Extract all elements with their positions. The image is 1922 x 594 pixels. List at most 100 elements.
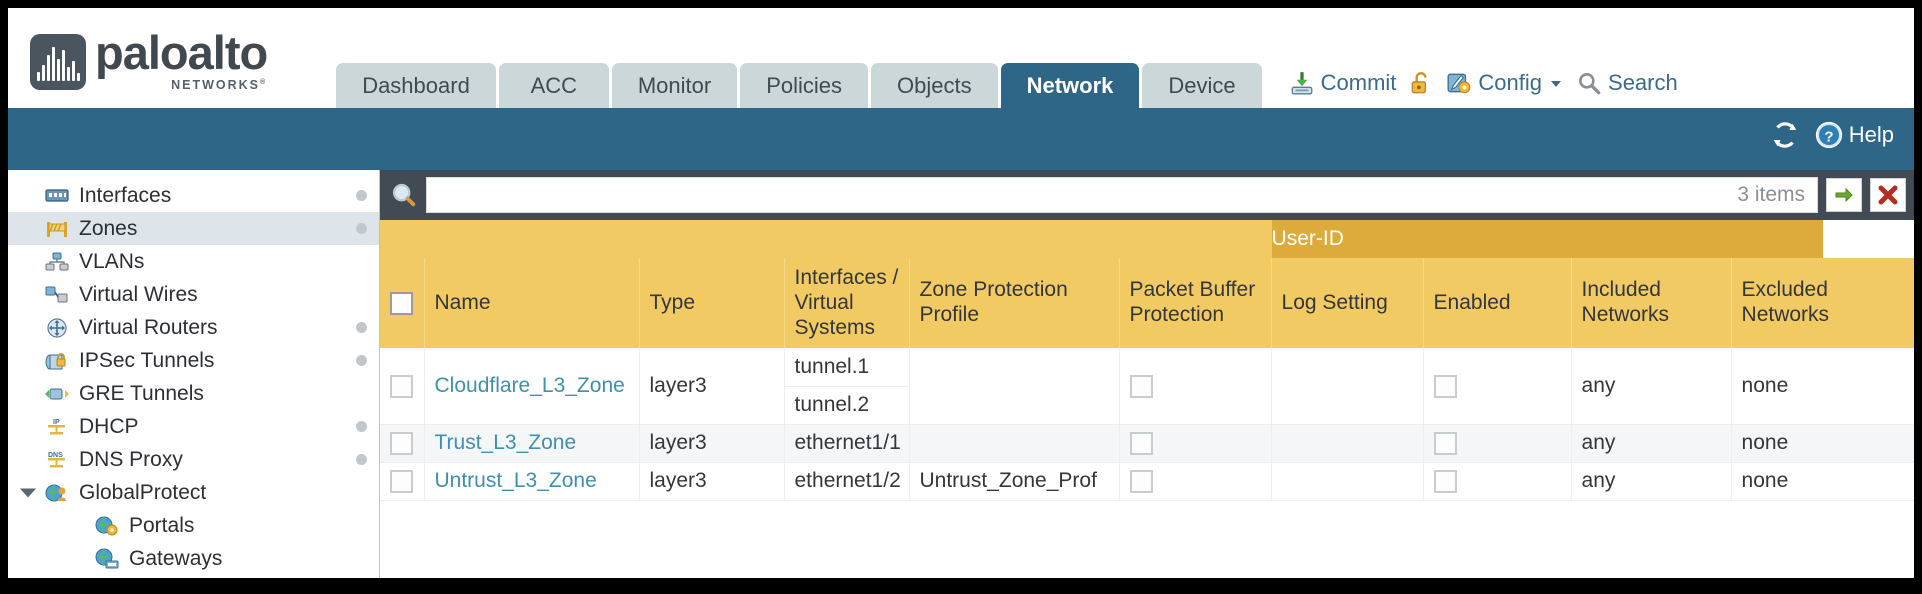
select-all-checkbox[interactable] — [390, 291, 413, 315]
zone-name-link[interactable]: Trust_L3_Zone — [434, 431, 577, 455]
packet-buffer-protection-checkbox[interactable] — [1129, 375, 1153, 398]
sidebar-label: Virtual Wires — [79, 282, 198, 306]
search-label: Search — [1608, 70, 1678, 95]
help-label: Help — [1848, 122, 1894, 147]
commit-icon — [1291, 72, 1313, 95]
row-checkbox[interactable] — [390, 375, 413, 398]
tab-policies[interactable]: Policies — [740, 63, 868, 108]
sidebar-label: DNS Proxy — [79, 447, 183, 471]
group-header-spacer — [380, 220, 1272, 258]
apply-filter-button[interactable] — [1826, 178, 1862, 212]
sidebar-label: DHCP — [79, 414, 139, 438]
config-menu[interactable]: Config — [1446, 70, 1564, 96]
cell-excluded-networks: none — [1730, 348, 1914, 425]
sidebar-item-dhcp[interactable]: IP DHCP — [8, 410, 379, 443]
tab-dashboard[interactable]: Dashboard — [336, 63, 496, 108]
tab-device[interactable]: Device — [1142, 63, 1262, 108]
cell-included-networks: any — [1570, 462, 1732, 501]
paloalto-logo[interactable]: paloalto NETWORKS® — [30, 29, 268, 92]
top-header-bar: paloalto NETWORKS® Dashboard ACC Monitor… — [8, 8, 1914, 108]
cell-zone-protection-profile — [908, 424, 1119, 463]
cell-log-setting — [1270, 348, 1424, 425]
sidebar-label: Interfaces — [79, 183, 172, 207]
row-checkbox[interactable] — [390, 432, 413, 456]
search-input-wrapper[interactable]: 3 items — [426, 177, 1818, 213]
search-icon[interactable] — [390, 181, 418, 209]
zone-name-link[interactable]: Untrust_L3_Zone — [434, 469, 597, 493]
select-all-header — [380, 258, 424, 349]
sidebar-item-gateways[interactable]: Gateways — [8, 542, 379, 575]
sidebar-label: GRE Tunnels — [79, 381, 204, 405]
packet-buffer-protection-checkbox[interactable] — [1129, 432, 1153, 456]
cell-excluded-networks: none — [1730, 462, 1914, 501]
status-dot — [356, 190, 367, 201]
column-header-log-setting[interactable]: Log Setting — [1270, 258, 1424, 349]
sidebar-item-globalprotect[interactable]: GlobalProtect — [8, 476, 379, 509]
sidebar-item-zones[interactable]: Zones — [8, 212, 379, 245]
row-checkbox[interactable] — [390, 470, 413, 494]
column-header-enabled[interactable]: Enabled — [1422, 258, 1572, 349]
help-icon: ? — [1815, 121, 1842, 149]
tab-network[interactable]: Network — [1000, 63, 1140, 108]
status-dot — [356, 454, 367, 465]
svg-text:?: ? — [1824, 128, 1833, 145]
packet-buffer-protection-checkbox[interactable] — [1129, 470, 1153, 494]
sidebar-label: Zones — [79, 216, 138, 240]
refresh-icon[interactable] — [1770, 120, 1800, 150]
zone-name-link[interactable]: Cloudflare_L3_Zone — [434, 374, 625, 398]
sidebar-item-portals[interactable]: Portals — [8, 509, 379, 542]
commit-label: Commit — [1320, 70, 1397, 95]
sidebar-item-gre-tunnels[interactable]: GRE Tunnels — [8, 377, 379, 410]
column-header-type[interactable]: Type — [638, 258, 784, 349]
tab-acc[interactable]: ACC — [498, 63, 609, 108]
sidebar-label: Portals — [129, 513, 195, 537]
gateways-icon — [95, 548, 119, 568]
cell-name: Trust_L3_Zone — [423, 424, 639, 463]
virtual-routers-icon — [47, 317, 67, 338]
sidebar-item-dns-proxy[interactable]: DNS DNS Proxy — [8, 443, 379, 476]
cell-packet-buffer-protection — [1118, 348, 1272, 425]
userid-enabled-checkbox[interactable] — [1433, 470, 1457, 494]
waveform-icon — [36, 46, 80, 81]
userid-enabled-checkbox[interactable] — [1433, 432, 1457, 456]
tab-monitor[interactable]: Monitor — [611, 63, 738, 108]
column-header-zone-protection-profile[interactable]: Zone Protection Profile — [908, 258, 1119, 349]
global-actions: Commit Config — [1289, 70, 1678, 96]
table-search-row: 3 items — [380, 170, 1914, 220]
body-container: Interfaces Zones — [8, 170, 1914, 578]
cell-zone-protection-profile: Untrust_Zone_Prof — [908, 462, 1119, 501]
cell-type: layer3 — [638, 462, 784, 501]
blue-sub-bar: ? Help — [8, 108, 1914, 170]
sidebar-item-ipsec-tunnels[interactable]: IPSec Tunnels — [8, 344, 379, 377]
column-header-interfaces[interactable]: Interfaces / Virtual Systems — [783, 258, 909, 349]
search-input[interactable] — [427, 178, 1738, 212]
search-button[interactable]: Search — [1576, 70, 1678, 96]
clear-filter-button[interactable] — [1870, 178, 1906, 212]
paloalto-logo-mark — [30, 33, 86, 90]
table-row[interactable]: Untrust_L3_Zone layer3 ethernet1/2 Untru… — [380, 462, 1914, 501]
column-header-packet-buffer-protection[interactable]: Packet Buffer Protection — [1118, 258, 1272, 349]
network-sidebar: Interfaces Zones — [8, 170, 380, 578]
unlock-icon — [1412, 72, 1427, 94]
sidebar-item-virtual-wires[interactable]: Virtual Wires — [8, 278, 379, 311]
sidebar-item-virtual-routers[interactable]: Virtual Routers — [8, 311, 379, 344]
table-row[interactable]: Cloudflare_L3_Zone layer3 tunnel.1 — [380, 348, 1914, 425]
green-arrow-icon — [1835, 187, 1853, 203]
chevron-down-icon[interactable] — [20, 488, 36, 497]
unlock-button[interactable] — [1408, 70, 1434, 96]
table-row[interactable]: Trust_L3_Zone layer3 ethernet1/1 — [380, 424, 1914, 463]
column-header-included-networks[interactable]: Included Networks — [1570, 258, 1732, 349]
sidebar-item-interfaces[interactable]: Interfaces — [8, 179, 379, 212]
column-header-excluded-networks[interactable]: Excluded Networks — [1730, 258, 1914, 349]
table-row-continuation: tunnel.2 — [380, 386, 1914, 425]
cell-interface: tunnel.2 — [783, 386, 909, 425]
group-header-userid: User-ID — [1270, 220, 1823, 258]
sidebar-item-vlans[interactable]: VLANs — [8, 245, 379, 278]
userid-enabled-checkbox[interactable] — [1433, 375, 1457, 398]
column-header-name[interactable]: Name — [423, 258, 639, 349]
tab-objects[interactable]: Objects — [871, 63, 998, 108]
commit-button[interactable]: Commit — [1289, 70, 1397, 96]
cell-included-networks: any — [1570, 348, 1732, 425]
help-button[interactable]: ? Help — [1814, 120, 1894, 150]
